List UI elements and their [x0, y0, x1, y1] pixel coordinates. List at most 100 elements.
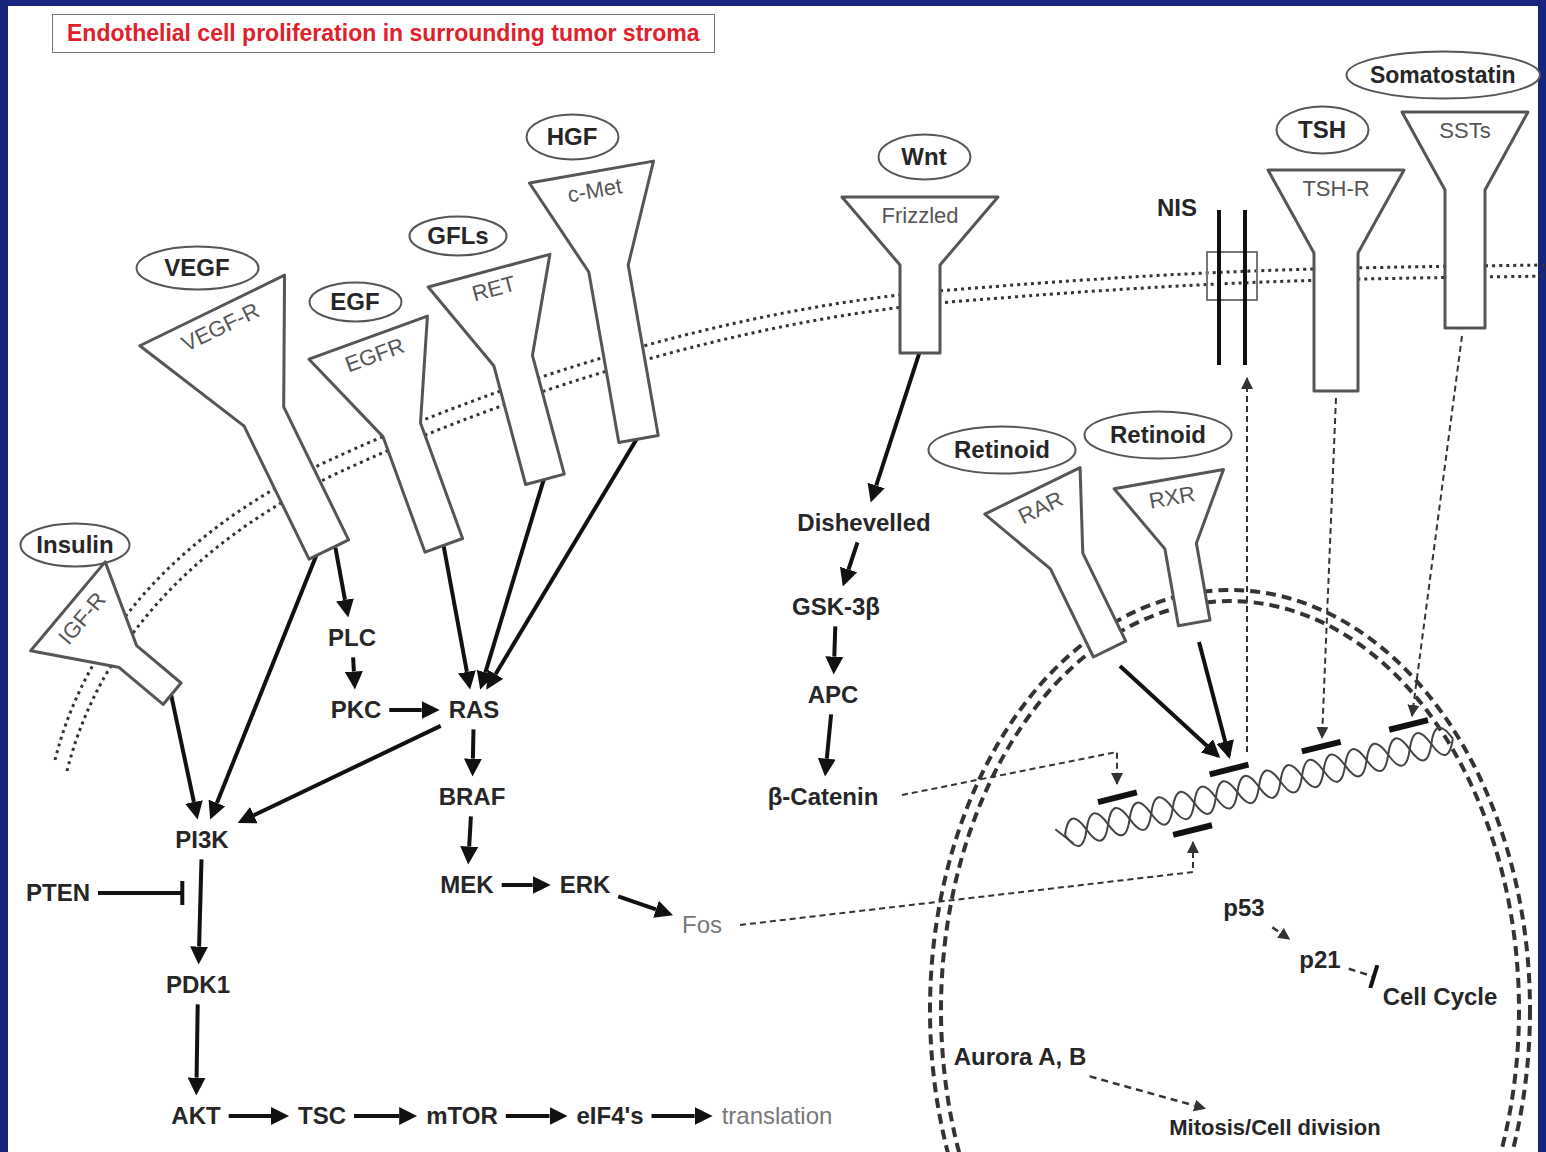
pathway-label: MEK	[435, 869, 498, 902]
receptor-outline	[426, 252, 609, 498]
node-label: PI3K	[175, 826, 228, 855]
signal-arrow	[171, 692, 194, 802]
nis-channel	[1217, 210, 1221, 365]
ligand-outline-shape	[309, 283, 401, 322]
signal-arrow	[827, 714, 831, 758]
node-label: Retinoid	[1110, 421, 1206, 449]
ligand-outline-shape	[929, 427, 1076, 474]
receptor-outline	[28, 559, 212, 741]
receptor-outline-shape	[529, 161, 700, 450]
nucleus-envelope	[941, 601, 1519, 1152]
signal-arrow	[199, 859, 201, 946]
pathway-label: NIS	[1152, 192, 1202, 225]
ligand-ellipse: GFLs	[408, 215, 508, 257]
ligand-ellipse: VEGF	[135, 245, 260, 291]
ligand-outline-shape	[878, 135, 970, 180]
pathway-label: PDK1	[161, 969, 235, 1002]
signal-arrow	[471, 729, 476, 758]
node-label: HGF	[547, 123, 598, 151]
signal-arrow	[506, 1114, 550, 1118]
nis-channel-pore	[1207, 252, 1257, 300]
node-label: TSH	[1298, 116, 1346, 144]
binding-site	[1173, 825, 1212, 835]
leader-arrow	[1412, 336, 1462, 716]
receptor-funnel: c-Met	[527, 158, 703, 451]
node-label: Aurora A, B	[954, 1043, 1086, 1072]
node-label: SSTs	[1439, 118, 1490, 144]
signal-arrow	[351, 657, 356, 671]
ligand-outline-shape	[1276, 107, 1368, 154]
pathway-label: APC	[803, 679, 864, 712]
node-label: GFLs	[427, 222, 488, 250]
node-label: p21	[1299, 946, 1340, 975]
node-label: mTOR	[426, 1102, 498, 1131]
receptor-outline-shape	[1402, 112, 1528, 328]
node-label: Cell Cycle	[1383, 983, 1498, 1012]
node-label: AKT	[171, 1102, 220, 1131]
node-label: eIF4's	[576, 1102, 643, 1131]
receptor-outline-shape	[842, 197, 998, 353]
dna-strand	[1062, 725, 1457, 849]
pathway-label: Cell Cycle	[1378, 981, 1503, 1014]
node-label: VEGF	[164, 254, 229, 282]
signal-arrow	[1349, 969, 1374, 977]
signal-arrow	[443, 543, 467, 672]
pathway-label: Fos	[677, 909, 727, 942]
receptor-outline-shape	[139, 275, 400, 585]
pathway-label: Dishevelled	[792, 507, 935, 540]
node-label: BRAF	[439, 783, 506, 812]
signal-arrow	[876, 351, 920, 486]
ligand-outline-shape	[410, 217, 507, 256]
signal-arrow	[1272, 927, 1280, 933]
leader-arrow	[1120, 666, 1218, 756]
node-label: Somatostatin	[1370, 62, 1516, 88]
signal-arrow	[469, 816, 471, 846]
leader-arrow	[1322, 398, 1336, 738]
receptor-label-area: TSH-R	[1266, 176, 1406, 202]
binding-site	[1302, 742, 1341, 752]
leader-arrow	[1246, 378, 1248, 752]
signal-arrow	[197, 1004, 198, 1077]
receptor-funnel: SSTs	[1400, 110, 1530, 330]
node-label: PDK1	[166, 971, 230, 1000]
leader-arrow	[1199, 642, 1229, 756]
node-label: Dishevelled	[797, 509, 930, 538]
dna-strand	[1062, 725, 1457, 849]
pathway-label: PLC	[323, 622, 381, 655]
node-label: MEK	[440, 871, 493, 900]
pathway-label: mTOR	[421, 1100, 503, 1133]
pathway-label: AKT	[166, 1100, 225, 1133]
receptor-outline-shape	[309, 316, 503, 567]
nis-channel	[1243, 210, 1247, 365]
leader-arrow	[902, 752, 1117, 795]
pathway-label: PKC	[326, 694, 387, 727]
ligand-ellipse: Somatostatin	[1345, 50, 1542, 100]
node-label: NIS	[1157, 194, 1197, 223]
receptor-funnel: RXR	[1111, 467, 1250, 635]
pathway-label: p53	[1218, 892, 1269, 925]
pathway-label: β-Catenin	[763, 781, 884, 814]
ligand-ellipse: Insulin	[19, 522, 131, 568]
signal-arrow	[389, 708, 421, 712]
binding-site	[1389, 720, 1428, 730]
receptor-label-area: Frizzled	[840, 203, 1000, 229]
receptor-label-area: SSTs	[1400, 118, 1530, 144]
ligand-outline-shape	[526, 115, 618, 160]
signal-arrow	[98, 891, 182, 895]
pathway-label: RAS	[444, 694, 505, 727]
signal-arrow	[229, 1114, 271, 1118]
receptor-funnel: IGF-R	[28, 559, 212, 741]
node-label: GSK-3β	[792, 593, 880, 622]
signal-arrow	[354, 1114, 399, 1118]
pathway-label: ERK	[555, 869, 616, 902]
ligand-outline-shape	[21, 524, 130, 567]
signal-arrow	[849, 542, 858, 569]
receptor-outline	[1266, 168, 1406, 393]
node-label: Insulin	[36, 531, 113, 559]
node-label: ERK	[560, 871, 611, 900]
node-label: translation	[722, 1102, 833, 1131]
node-label: Wnt	[901, 143, 946, 171]
leader-arrow	[740, 842, 1193, 925]
pathway-label: PI3K	[170, 824, 233, 857]
